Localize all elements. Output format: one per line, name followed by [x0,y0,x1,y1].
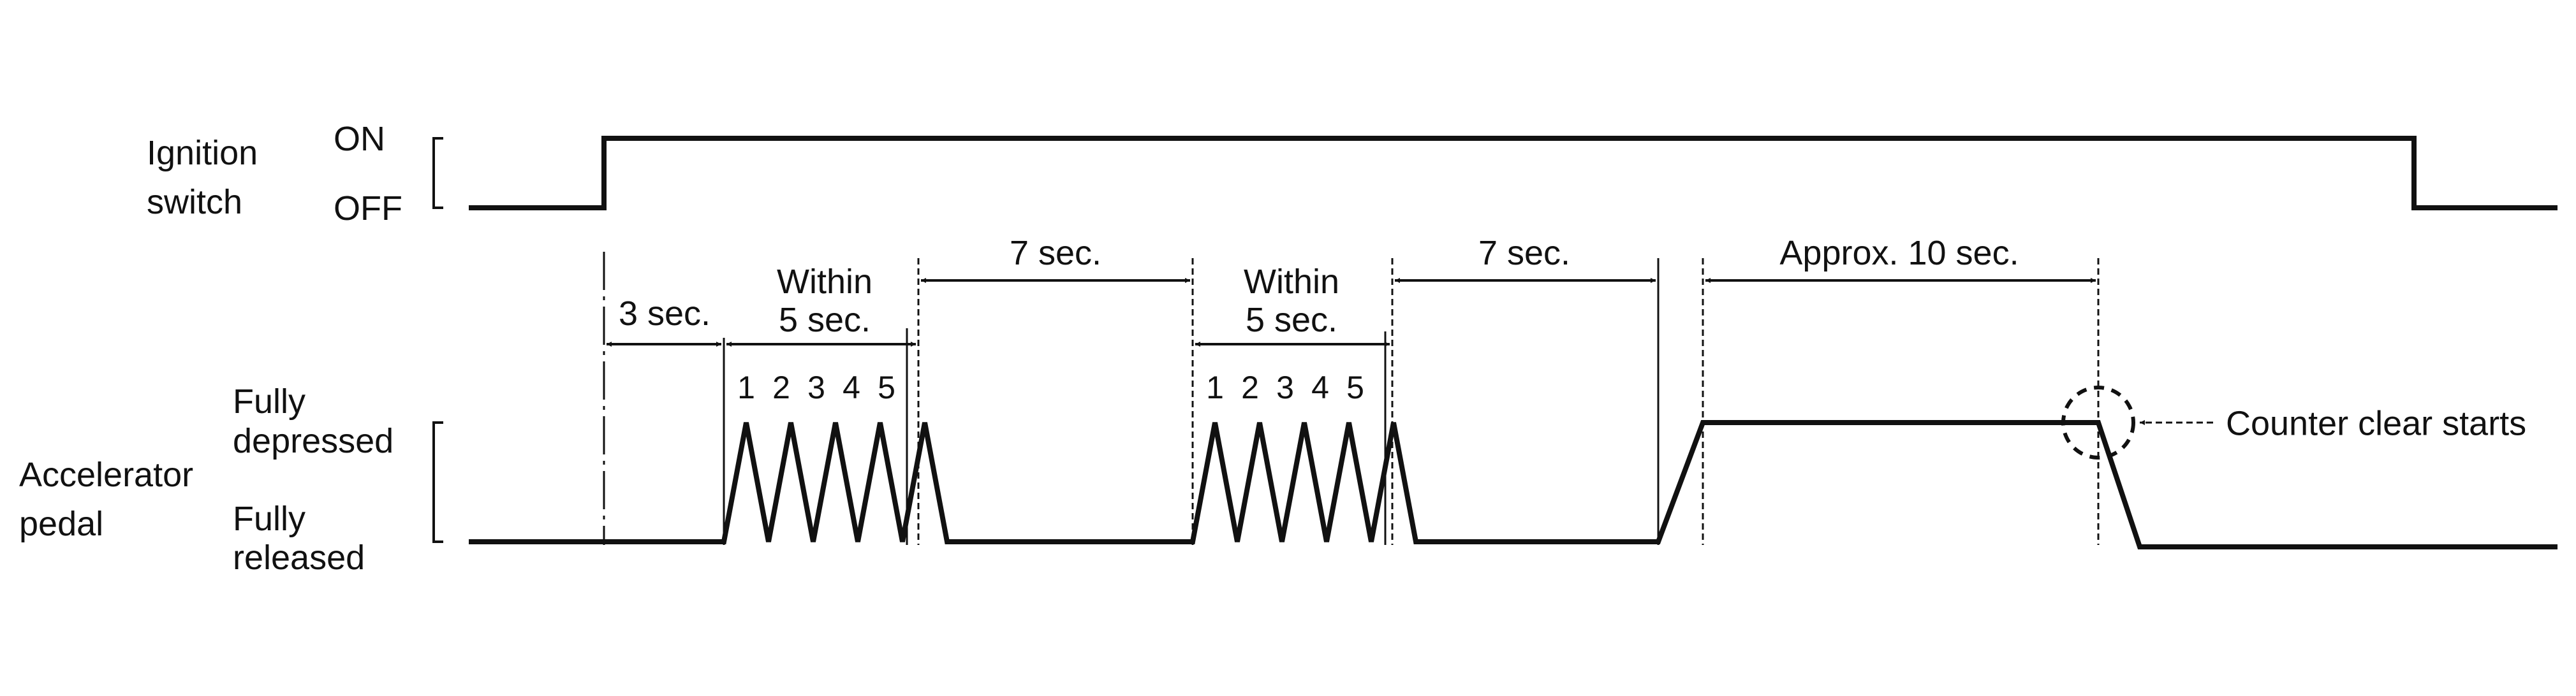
interval-approx10-label: Approx. 10 sec. [1779,234,2019,272]
press-count-second-2: 2 [1241,370,1259,405]
press-count-first-1: 1 [737,370,755,405]
press-count-first-2: 2 [772,370,790,405]
press-count-second-3: 3 [1276,370,1294,405]
counter-clear-marker-circle [2061,386,2135,460]
ignition-signal-waveform [469,136,2558,210]
fully-released-label-line1: Fully [233,500,305,538]
interval-within5-second-line2: 5 sec. [1246,301,1337,339]
pedal-label-line2: pedal [19,505,103,543]
ignition-on-label: ON [334,120,385,158]
fully-depressed-label-line1: Fully [233,382,305,421]
counter-clear-label: Counter clear starts [2226,404,2526,442]
interval-within5-second-line1: Within [1244,263,1339,301]
press-count-second-4: 4 [1311,370,1329,405]
interval-3sec-label: 3 sec. [619,294,710,333]
ignition-label-line1: Ignition [147,134,258,172]
ignition-level-bracket [432,137,443,209]
fully-depressed-label-line2: depressed [233,422,394,460]
pedal-signal-waveform [469,420,2558,549]
ignition-label-line2: switch [147,183,242,221]
press-count-first-3: 3 [807,370,825,405]
interval-7sec-second-label: 7 sec. [1478,234,1570,272]
interval-within5-first-line2: 5 sec. [779,301,871,339]
press-count-first-5: 5 [878,370,895,405]
press-count-second-5: 5 [1346,370,1364,405]
press-count-second-1: 1 [1206,370,1224,405]
ignition-off-label: OFF [334,189,402,228]
pedal-level-bracket [432,421,443,543]
press-count-first-4: 4 [843,370,860,405]
fully-released-label-line2: released [233,539,365,577]
pedal-label-line1: Accelerator [19,456,193,494]
interval-7sec-first-label: 7 sec. [1010,234,1101,272]
interval-within5-first-line1: Within [777,263,872,301]
